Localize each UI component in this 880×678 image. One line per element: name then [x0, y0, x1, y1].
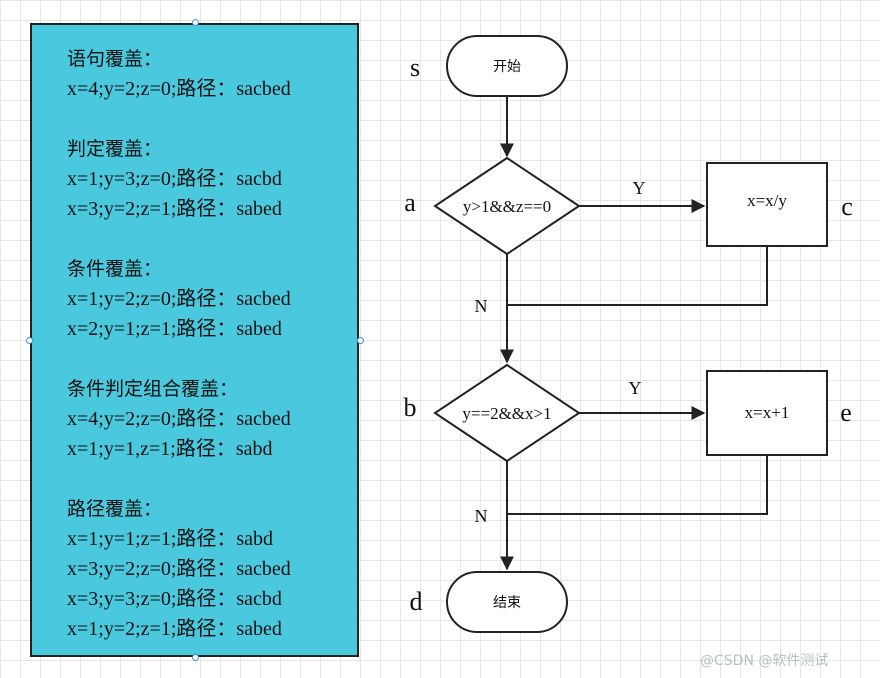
start-label: 开始 — [493, 59, 521, 75]
coverage-panel[interactable]: 语句覆盖： x=4;y=2;z=0;路径：sacbed 判定覆盖： x=1;y=3;z… — [30, 23, 359, 657]
decision-b-condition: y==2&&x>1 — [462, 404, 551, 423]
coverage-group-title: 条件判定组合覆盖： — [67, 378, 239, 400]
coverage-group-title: 路径覆盖： — [67, 498, 163, 520]
edge-b-no-label: N — [475, 506, 488, 526]
coverage-case-line: x=3;y=2;z=1;路径：sabed — [67, 198, 282, 220]
coverage-case-line: x=3;y=3;z=0;路径：sacbd — [67, 588, 282, 610]
node-tag-e: e — [840, 398, 852, 427]
process-e[interactable] — [706, 370, 828, 456]
edge-a-no-label: N — [475, 296, 488, 316]
node-tag-a: a — [404, 188, 416, 217]
edge-a-yes-label: Y — [633, 178, 646, 198]
end-label: 结束 — [493, 595, 521, 611]
node-tag-c: c — [841, 192, 853, 221]
coverage-case-line: x=1;y=1;z=1;路径：sabd — [67, 528, 274, 550]
coverage-case-line: x=3;y=2;z=0;路径：sacbed — [67, 558, 291, 580]
coverage-group-title: 判定覆盖： — [67, 138, 163, 160]
node-tag-b: b — [404, 393, 417, 422]
resize-handle-top[interactable] — [192, 19, 199, 26]
coverage-case-line: x=4;y=2;z=0;路径：sacbed — [67, 408, 291, 430]
resize-handle-bottom[interactable] — [192, 654, 199, 661]
process-c-expression: x=x/y — [747, 191, 787, 210]
node-tag-d: d — [410, 587, 423, 616]
node-tag-s: s — [410, 53, 420, 82]
process-c[interactable] — [706, 162, 828, 247]
edge-b-yes-label: Y — [629, 378, 642, 398]
edge-e-merge — [507, 455, 768, 515]
coverage-case-line: x=4;y=2;z=0;路径：sacbed — [67, 78, 291, 100]
coverage-case-line: x=1;y=2;z=0;路径：sacbed — [67, 288, 291, 310]
edge-c-merge — [507, 246, 768, 306]
coverage-case-line: x=1;y=2;z=1;路径：sabed — [67, 618, 282, 640]
resize-handle-right[interactable] — [357, 337, 364, 344]
resize-handle-left[interactable] — [26, 337, 33, 344]
coverage-case-line: x=2;y=1;z=1;路径：sabed — [67, 318, 282, 340]
end-terminal[interactable] — [446, 571, 568, 633]
coverage-group-title: 条件覆盖： — [67, 258, 163, 280]
decision-a-condition: y>1&&z==0 — [463, 197, 551, 216]
coverage-case-line: x=1;y=1,z=1;路径：sabd — [67, 438, 273, 460]
watermark: @CSDN @软件测试 — [700, 653, 829, 669]
coverage-group-title: 语句覆盖： — [67, 48, 163, 70]
coverage-case-line: x=1;y=3;z=0;路径：sacbd — [67, 168, 282, 190]
process-e-expression: x=x+1 — [745, 403, 790, 422]
